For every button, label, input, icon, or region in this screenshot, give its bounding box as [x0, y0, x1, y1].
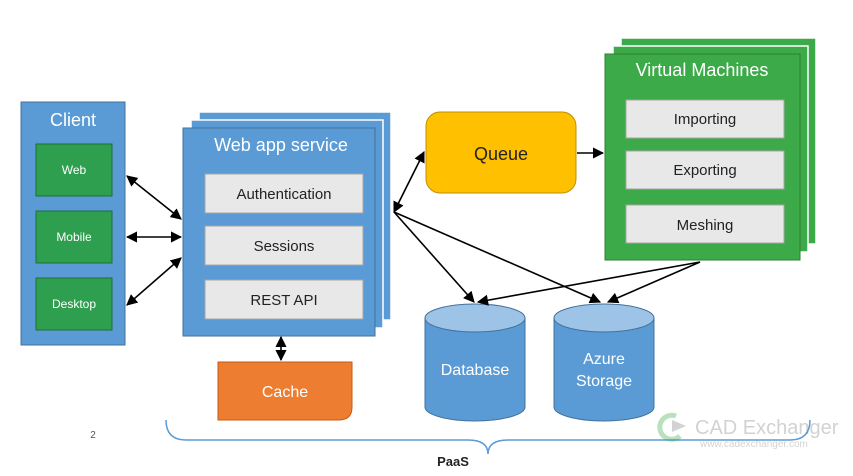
webapp-item-rest-api: REST API [204, 279, 364, 320]
arrow-webapp-queue [393, 150, 425, 214]
webapp-item-label: Authentication [236, 186, 331, 203]
connectors [125, 147, 701, 362]
vms-item-label: Meshing [677, 217, 734, 234]
database-cylinder: Database [424, 303, 526, 422]
client-panel: Client Web Mobile Desktop [20, 101, 126, 346]
database-label: Database [441, 362, 510, 379]
webapp-item-sessions: Sessions [204, 225, 364, 266]
client-item-mobile: Mobile [35, 210, 113, 264]
cache-box: Cache [217, 361, 353, 421]
webapp-item-label: REST API [250, 292, 317, 309]
paas-label: PaaS [437, 454, 469, 469]
arrow-webapp-storage [393, 211, 602, 304]
webapp-title: Web app service [214, 135, 348, 155]
client-item-label: Desktop [52, 297, 96, 311]
storage-label-line1: Azure [583, 351, 625, 368]
client-item-label: Mobile [56, 230, 92, 244]
page-number: 2 [90, 430, 96, 441]
vms-panel: Virtual Machines Importing Exporting Mes… [604, 37, 817, 261]
storage-cylinder: Azure Storage [553, 303, 655, 422]
client-title: Client [50, 110, 96, 130]
webapp-panel: Web app service Authentication Sessions … [182, 111, 392, 337]
client-item-desktop: Desktop [35, 277, 113, 331]
cad-exchanger-logo-icon [657, 412, 686, 442]
vms-title: Virtual Machines [636, 60, 769, 80]
paas-brace: PaaS [165, 419, 811, 469]
watermark: CAD Exchanger www.cadexchanger.com [657, 412, 839, 450]
storage-label-line2: Storage [576, 373, 632, 390]
arrow-desktop-webapp [126, 257, 182, 306]
cache-label: Cache [262, 384, 308, 401]
webapp-item-label: Sessions [254, 238, 315, 255]
client-item-web: Web [35, 143, 113, 197]
arrow-vms-storage [606, 261, 701, 304]
queue-box: Queue [425, 111, 577, 194]
vms-item-importing: Importing [625, 99, 785, 139]
watermark-brand: CAD Exchanger [695, 417, 839, 439]
arrow-web-webapp [126, 175, 182, 220]
arrow-vms-database [476, 261, 701, 306]
webapp-item-authentication: Authentication [204, 173, 364, 214]
vms-item-meshing: Meshing [625, 204, 785, 244]
vms-item-label: Importing [674, 111, 737, 128]
queue-label: Queue [474, 144, 528, 164]
vms-item-label: Exporting [673, 162, 736, 179]
arrow-webapp-database [393, 211, 475, 303]
client-item-label: Web [62, 163, 87, 177]
vms-item-exporting: Exporting [625, 150, 785, 190]
watermark-url: www.cadexchanger.com [699, 439, 808, 450]
